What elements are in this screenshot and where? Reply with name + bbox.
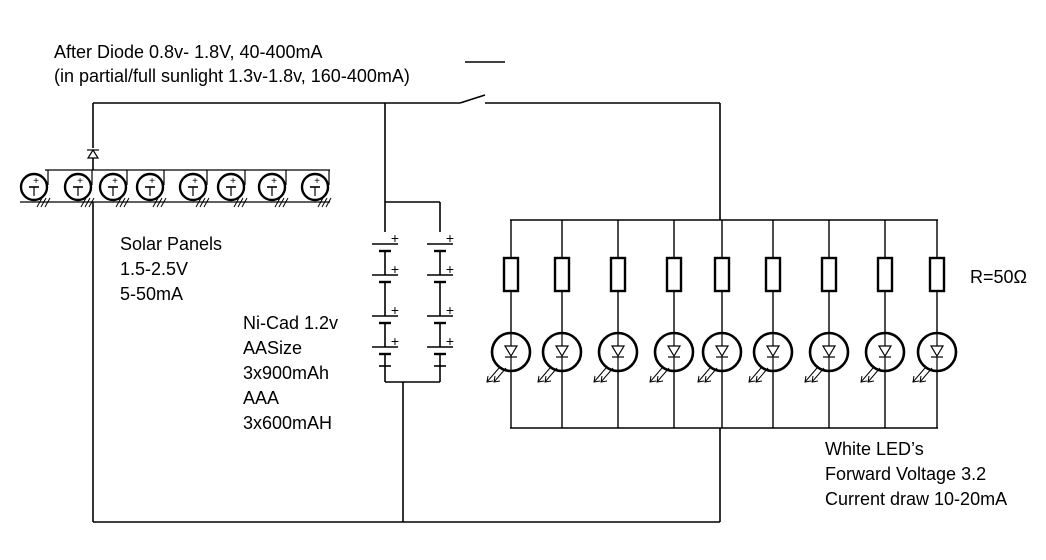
- led-label-voltage: Forward Voltage 3.2: [825, 464, 987, 484]
- led-branch: [748, 220, 794, 428]
- solar-cell-plus-sign: +: [271, 176, 277, 187]
- led-branch: [912, 220, 958, 428]
- led-branch: [697, 220, 743, 428]
- led-branch: [649, 220, 695, 428]
- battery-string: + + + +: [427, 202, 454, 382]
- main-wiring: [92, 61, 721, 523]
- diode-symbol: [86, 148, 100, 159]
- solar-cell: +: [300, 170, 332, 208]
- battery-label-capacity-aaa: 3x600mAH: [243, 413, 333, 433]
- solar-cell: +: [98, 170, 130, 208]
- battery-plus-sign: +: [446, 333, 454, 349]
- battery-cell: +: [427, 261, 454, 316]
- battery-cell: +: [372, 333, 399, 366]
- solar-cell-plus-sign: +: [230, 176, 236, 187]
- battery-cell: +: [372, 230, 399, 275]
- solar-cell-plus-sign: +: [149, 176, 155, 187]
- led: [486, 331, 532, 383]
- resistor: [820, 256, 838, 293]
- battery-cell: +: [372, 261, 399, 316]
- solar-label-current: 5-50mA: [120, 284, 184, 304]
- solar-cell-plus-sign: +: [33, 176, 39, 187]
- battery-label-size-aa: AASize: [243, 338, 303, 358]
- led-branch: [486, 220, 532, 428]
- battery-cell: +: [427, 230, 454, 275]
- solar-cell-plus-sign: +: [314, 176, 320, 187]
- solar-label-title: Solar Panels: [120, 234, 223, 254]
- solar-cell-plus-sign: +: [112, 176, 118, 187]
- sunlight-label: (in partial/full sunlight 1.3v-1.8v, 160…: [54, 66, 410, 86]
- resistor: [665, 256, 683, 293]
- battery-pack: + + + + + + + +: [372, 201, 454, 383]
- resistor: [876, 256, 894, 293]
- battery-plus-sign: +: [446, 302, 454, 318]
- solar-cell: +: [216, 170, 248, 208]
- solar-label-voltage: 1.5-2.5V: [120, 259, 189, 279]
- battery-cell: +: [427, 333, 454, 366]
- resistor: [928, 256, 946, 293]
- solar-cell-plus-sign: +: [192, 176, 198, 187]
- battery-plus-sign: +: [391, 261, 399, 277]
- battery-cell: +: [427, 302, 454, 347]
- battery-label-size-aaa: AAA: [243, 388, 280, 408]
- led: [860, 331, 906, 383]
- resistor: [553, 256, 571, 293]
- battery-plus-sign: +: [446, 230, 454, 246]
- solar-cell-plus-sign: +: [77, 176, 83, 187]
- led: [593, 331, 639, 383]
- resistor: [609, 256, 627, 293]
- solar-panel-array: + + + + + + + +: [19, 169, 332, 208]
- led: [697, 331, 743, 383]
- led-branch: [804, 220, 850, 428]
- led-label-current: Current draw 10-20mA: [825, 489, 1008, 509]
- battery-plus-sign: +: [391, 333, 399, 349]
- battery-cell: +: [372, 302, 399, 347]
- battery-string: + + + +: [372, 202, 399, 382]
- led-branch: [860, 220, 906, 428]
- resistor: [713, 256, 731, 293]
- solar-cell: +: [178, 170, 210, 208]
- solar-cell: +: [135, 170, 167, 208]
- diode-output-label: After Diode 0.8v- 1.8V, 40-400mA: [54, 42, 323, 62]
- led-branch: [593, 220, 639, 428]
- resistor-value-label: R=50Ω: [970, 267, 1027, 287]
- battery-label-type: Ni-Cad 1.2v: [243, 313, 339, 333]
- battery-plus-sign: +: [391, 302, 399, 318]
- led: [912, 331, 958, 383]
- led: [649, 331, 695, 383]
- battery-plus-sign: +: [446, 261, 454, 277]
- battery-label-capacity-aa: 3x900mAh: [243, 363, 330, 383]
- resistor: [502, 256, 520, 293]
- led: [748, 331, 794, 383]
- solar-cell: +: [63, 170, 95, 208]
- led-bank: [486, 219, 958, 429]
- led-branch: [537, 220, 583, 428]
- led-label-type: White LED’s: [825, 439, 924, 459]
- led: [537, 331, 583, 383]
- resistor: [764, 256, 782, 293]
- led: [804, 331, 850, 383]
- battery-plus-sign: +: [391, 230, 399, 246]
- switch-blade: [459, 94, 486, 104]
